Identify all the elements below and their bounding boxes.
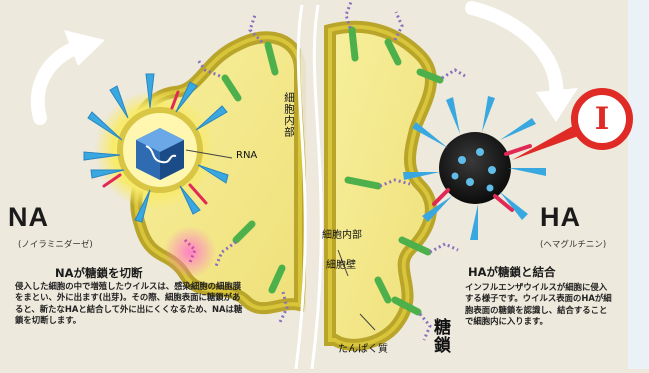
protein-label: たんぱく質 (338, 344, 388, 355)
arrow-right (465, 1, 564, 103)
arrow-left-head (64, 30, 105, 66)
badge-glyph: I (594, 100, 610, 137)
edge-panel (628, 0, 649, 369)
rna-label: RNA (236, 150, 258, 161)
cut-glow (164, 226, 216, 278)
inside-label-top: 細胞内部 (283, 92, 295, 138)
na-title: NA (8, 202, 49, 232)
cell-wall-leader (337, 249, 349, 277)
inside-label-mid: 細胞内部 (322, 230, 362, 241)
membrane-proteins (221, 26, 444, 316)
ha-virus (403, 96, 546, 240)
info-badge: I (571, 88, 633, 150)
sugar-chains (196, 1, 466, 341)
gap-line-right (310, 4, 323, 370)
gap-line-left (294, 4, 307, 370)
ha-heading: HAが糖鎖と結合 (468, 265, 556, 279)
na-body: 侵入した細胞の中で増殖したウイルスは、感染細胞の細胞膜をまとい、外に出ます(出芽… (15, 281, 243, 326)
badge-connector (512, 122, 584, 160)
protein-leader (359, 313, 376, 331)
na-heading: NAが糖鎖を切断 (55, 266, 143, 280)
na-subtitle: (ノイラミニダーゼ) (18, 240, 93, 250)
na-virus (83, 73, 233, 223)
ha-title: HA (540, 202, 581, 232)
ha-subtitle: (ヘマグルチニン) (540, 240, 607, 250)
sugar-chain-label: 糖鎖 (430, 318, 450, 354)
cell-wall-label: 細胞壁 (326, 260, 356, 271)
ha-body: インフルエンザウイルスが細胞に侵入する様子です。ウイルス表面のHAが細胞表面の糖… (465, 282, 612, 327)
arrow-right-head (536, 88, 578, 122)
